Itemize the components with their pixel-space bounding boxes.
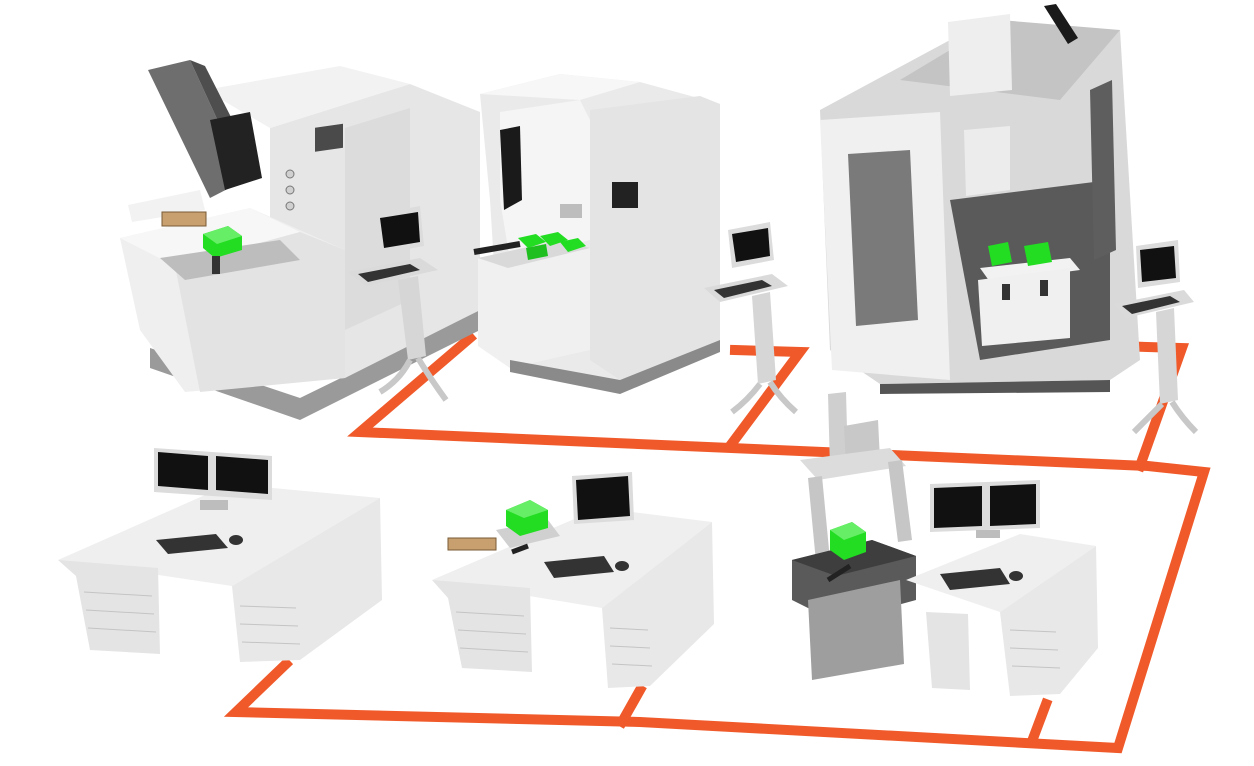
network-branch-cmm <box>1027 697 1053 743</box>
cad-workstation-icon <box>58 448 382 662</box>
cmm-workstation-icon <box>792 392 1098 696</box>
presetting-workstation-icon <box>432 472 714 688</box>
cnc-terminal-stand-icon <box>1114 240 1199 435</box>
edm-machine-icon <box>120 60 480 420</box>
cnc-terminal-stand-icon <box>348 206 449 402</box>
milling-center-icon <box>820 4 1140 394</box>
network-branch-presetting <box>615 683 647 729</box>
cnc-terminal-stand-icon <box>704 222 798 415</box>
wire-edm-machine-icon <box>473 74 720 394</box>
network-upper-loop <box>223 330 1211 754</box>
